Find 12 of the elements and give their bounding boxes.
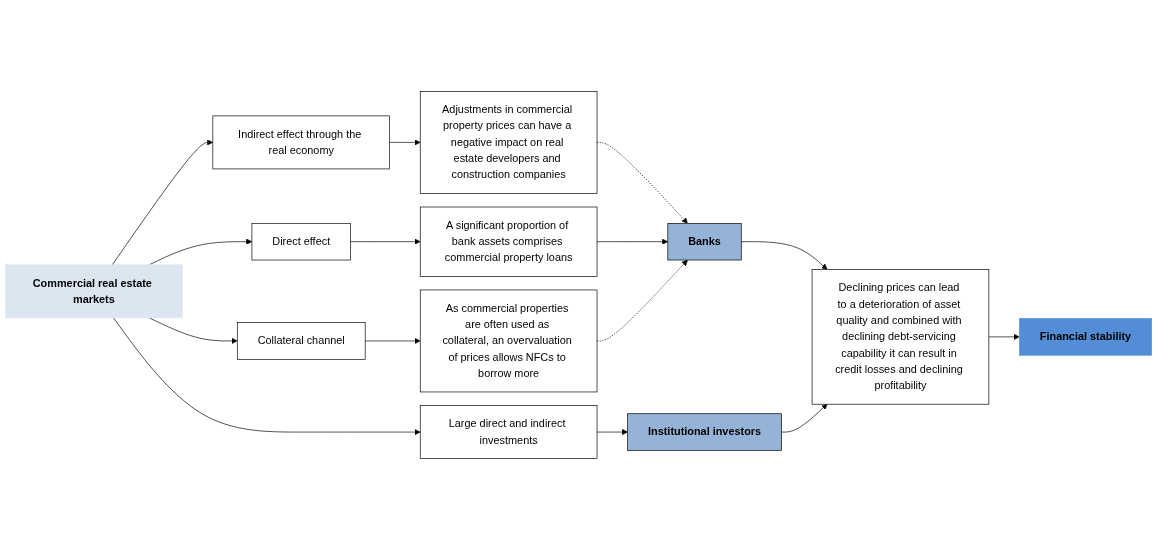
node-box: Large direct and indirect investments xyxy=(419,405,598,459)
node-box: Banks xyxy=(667,223,742,261)
node-box: Adjustments in commercial property prices can have a negative impact on real estate developers and construction companies xyxy=(419,91,598,194)
node-box: Declining prices can lead to a deterioration of asset quality and combined with declining debt-servicing capability it can result in credit losses and declining profitability xyxy=(811,269,990,405)
node-box: Collateral channel xyxy=(236,322,366,360)
node-box: Commercial real estate markets xyxy=(5,264,183,319)
node-box: As commercial properties are often used as collateral, an overvaluation of prices allows NFCs to borrow more xyxy=(419,289,598,393)
node-box: Institutional investors xyxy=(627,413,782,451)
node-box: A significant proportion of bank assets comprises commercial property loans xyxy=(419,206,598,277)
node-box: Financial stability xyxy=(1019,318,1152,356)
node-box: Direct effect xyxy=(251,223,351,261)
node-box: Indirect effect through the real economy xyxy=(212,115,390,170)
